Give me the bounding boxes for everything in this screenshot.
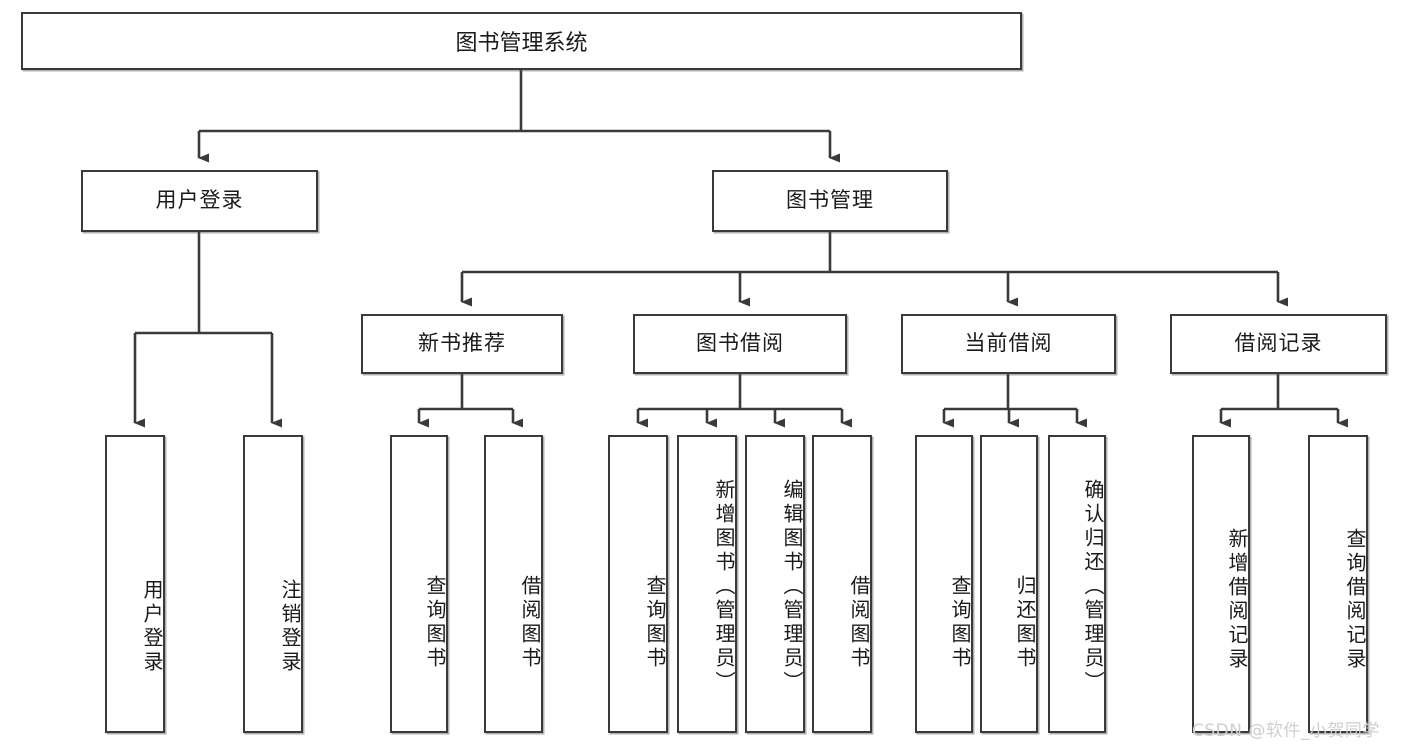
leaf-borrow-book-recommend-label: 借阅图书 [518,575,542,671]
node-current-borrow-label: 当前借阅 [964,331,1053,356]
node-user-login-label: 用户登录 [155,188,244,213]
leaf-query-borrow-record-label: 查询借阅记录 [1343,528,1367,672]
leaf-query-book-current-label: 查询图书 [948,575,972,671]
leaf-logout-label: 注销登录 [278,579,302,675]
leaf-logout[interactable]: 注销登录 [243,435,303,733]
leaf-return-book-label: 归还图书 [1013,575,1037,671]
leaf-borrow-book-recommend[interactable]: 借阅图书 [484,435,543,733]
leaf-borrow-book[interactable]: 借阅图书 [812,435,872,733]
leaf-edit-book-admin-label: 编辑图书（管理员） [780,479,804,695]
leaf-query-book-recommend[interactable]: 查询图书 [390,435,448,733]
leaf-return-book[interactable]: 归还图书 [980,435,1038,733]
node-root[interactable]: 图书管理系统 [21,12,1022,70]
leaf-query-book-borrow[interactable]: 查询图书 [608,435,668,733]
leaf-add-book-admin[interactable]: 新增图书（管理员） [677,435,737,733]
leaf-confirm-return-admin-label: 确认归还（管理员） [1081,479,1105,695]
node-user-login[interactable]: 用户登录 [81,170,318,232]
leaf-add-borrow-record-label: 新增借阅记录 [1225,528,1249,672]
leaf-confirm-return-admin[interactable]: 确认归还（管理员） [1048,435,1106,733]
node-root-label: 图书管理系统 [455,31,588,56]
leaf-query-book-recommend-label: 查询图书 [423,575,447,671]
leaf-query-book-current[interactable]: 查询图书 [915,435,973,733]
node-borrow-record[interactable]: 借阅记录 [1170,314,1387,374]
leaf-user-login-label: 用户登录 [140,579,164,675]
leaf-edit-book-admin[interactable]: 编辑图书（管理员） [745,435,805,733]
node-book-management-label: 图书管理 [786,188,874,213]
watermark: CSDN @软件_小贺同学 [1192,721,1380,741]
node-current-borrow[interactable]: 当前借阅 [901,314,1116,374]
node-borrow-record-label: 借阅记录 [1234,331,1323,356]
node-book-borrow-label: 图书借阅 [696,331,784,356]
leaf-user-login[interactable]: 用户登录 [105,435,165,733]
leaf-query-borrow-record[interactable]: 查询借阅记录 [1308,435,1368,733]
node-book-borrow[interactable]: 图书借阅 [633,314,847,374]
leaf-borrow-book-label: 借阅图书 [847,575,871,671]
node-new-book-recommendation[interactable]: 新书推荐 [361,314,563,374]
leaf-query-book-borrow-label: 查询图书 [643,575,667,671]
node-book-management[interactable]: 图书管理 [712,170,948,232]
node-new-book-recommendation-label: 新书推荐 [418,331,506,356]
leaf-add-borrow-record[interactable]: 新增借阅记录 [1192,435,1250,733]
leaf-add-book-admin-label: 新增图书（管理员） [712,479,736,695]
